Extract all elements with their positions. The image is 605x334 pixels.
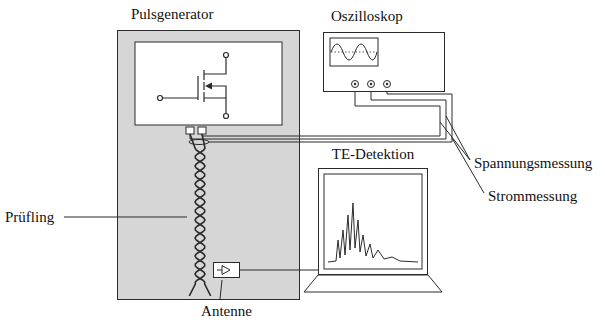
node-title-holder: Oszilloskop <box>331 7 403 25</box>
mosfet-symbol <box>158 53 229 119</box>
twisted-pair-cable <box>189 134 210 296</box>
pulse-generator-box: PulsgeneratorAntenne <box>117 30 300 300</box>
probe-socket-pins <box>354 83 388 85</box>
terminal <box>186 127 194 134</box>
node-title: Pulsgenerator <box>131 6 213 22</box>
node-title: TE-Detektion <box>332 146 414 162</box>
node-title-holder: Pulsgenerator <box>131 5 213 23</box>
oscilloscope-box: Oszilloskop <box>323 32 445 92</box>
node-title-holder: Antenne <box>201 302 252 320</box>
probe-sockets <box>352 81 391 88</box>
screen-zero-line <box>331 52 377 53</box>
antenna-body <box>213 262 240 278</box>
part-label-holder: Prüfling <box>5 208 54 226</box>
laptop-display <box>324 174 422 269</box>
laptop-base <box>304 275 442 292</box>
oscilloscope-body <box>323 32 445 92</box>
oscilloscope-screen <box>330 38 378 66</box>
terminal <box>198 127 206 134</box>
laptop-screen: TE-Detektion <box>318 168 428 275</box>
measurement-label: Strommessung <box>488 188 577 204</box>
node-title: Oszilloskop <box>331 8 403 24</box>
measurement-label-holder: Spannungsmessung <box>474 154 592 172</box>
switch-board <box>135 42 282 125</box>
node-title: Antenne <box>201 303 252 319</box>
generator-housing <box>117 30 300 300</box>
body-arrow <box>205 83 212 90</box>
signal-cable <box>240 270 318 271</box>
antenna-box: Antenne <box>213 262 240 278</box>
cable-conductor <box>190 134 211 296</box>
sine-trace <box>331 44 377 60</box>
cable-conductor <box>189 134 205 296</box>
measurement-label-holder: Strommessung <box>488 187 577 205</box>
part-label: Prüfling <box>5 209 54 225</box>
node-title-holder: TE-Detektion <box>332 145 414 163</box>
antenna-symbol <box>217 266 230 275</box>
laptop-lid <box>318 168 428 275</box>
measurement-wires <box>189 88 452 145</box>
pd-spectrum-trace <box>328 203 418 262</box>
leader-lines <box>64 116 484 299</box>
measurement-label: Spannungsmessung <box>474 155 592 171</box>
